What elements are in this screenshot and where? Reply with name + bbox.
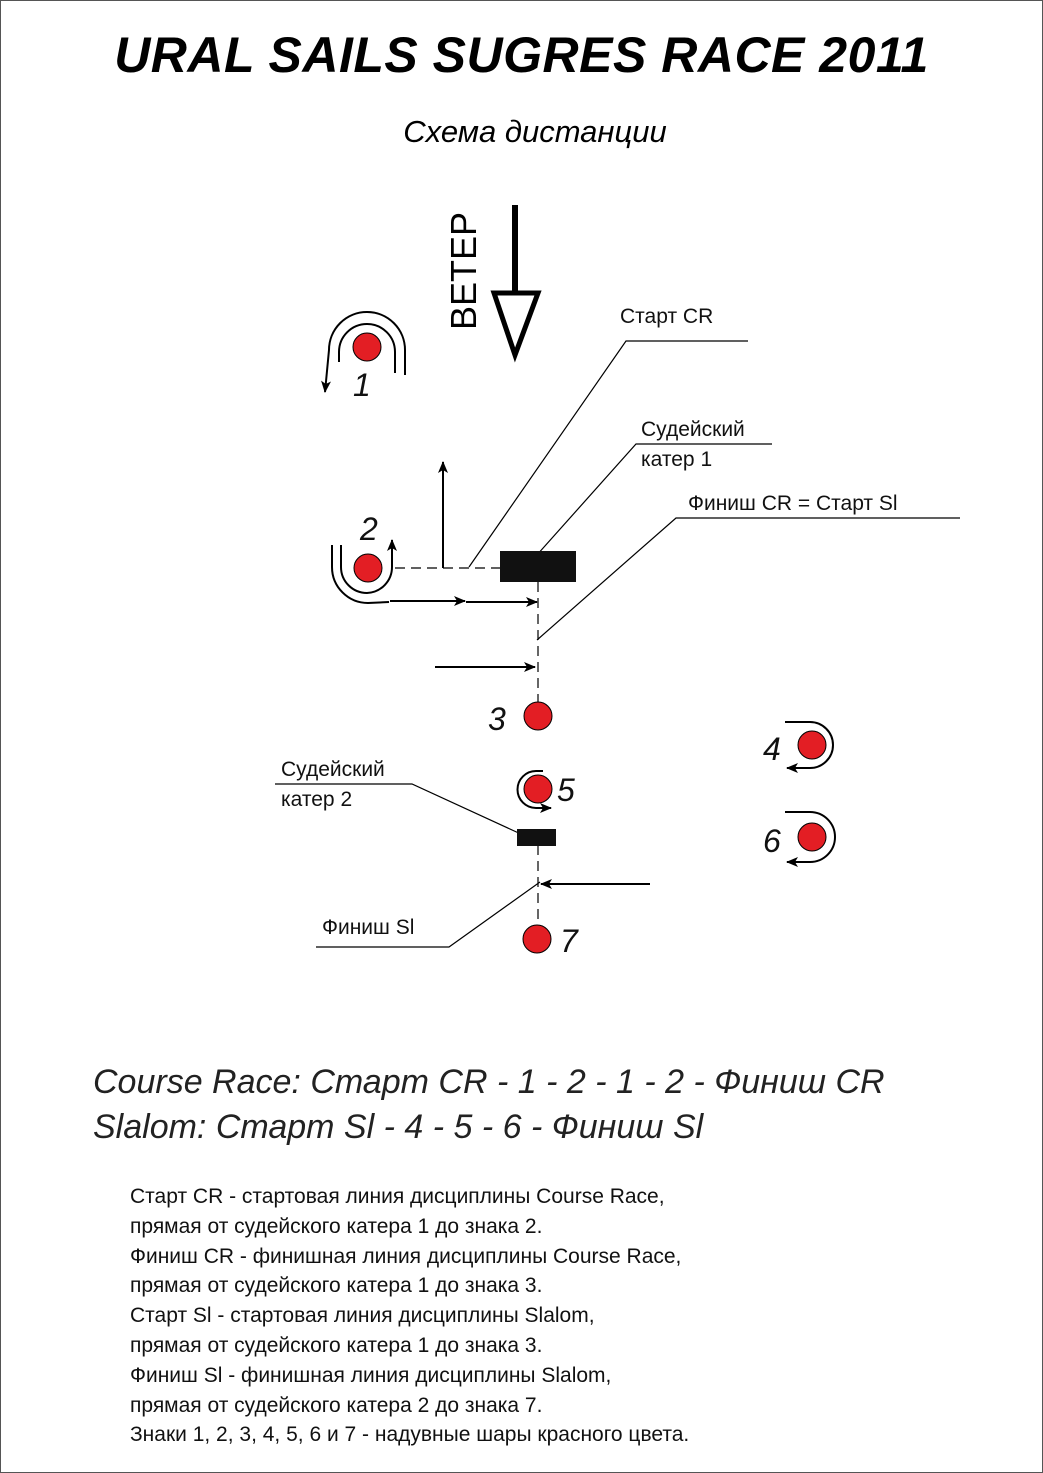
mark-3-number: 3 bbox=[488, 701, 506, 737]
label-start-cr: Старт CR bbox=[620, 305, 713, 328]
route-slalom: Slalom: Старт Sl - 4 - 5 - 6 - Финиш Sl bbox=[93, 1108, 704, 1146]
note-line: Финиш CR - финишная линия дисциплины Cou… bbox=[130, 1244, 682, 1268]
marks bbox=[352, 332, 827, 954]
wind-label: ВЕТЕР bbox=[443, 212, 484, 330]
page-subtitle: Схема дистанции bbox=[403, 114, 667, 149]
page-title: URAL SAILS SUGRES RACE 2011 bbox=[114, 27, 929, 83]
course-diagram: ВЕТЕР bbox=[275, 205, 960, 959]
mark-3 bbox=[523, 701, 553, 731]
leader-finish-cr bbox=[536, 517, 960, 641]
mark-5 bbox=[523, 774, 553, 804]
mark-2-rounding-inner bbox=[340, 539, 397, 595]
label-finish-cr-start-sl: Финиш CR = Старт Sl bbox=[688, 492, 898, 515]
route-course-race: Course Race: Старт CR - 1 - 2 - 1 - 2 - … bbox=[93, 1063, 885, 1101]
note-line: Старт CR - стартовая линия дисциплины Co… bbox=[130, 1185, 665, 1208]
committee-boat-1 bbox=[500, 551, 576, 582]
mark-4-number: 4 bbox=[763, 731, 781, 767]
note-line: прямая от судейского катера 1 до знака 2… bbox=[130, 1214, 543, 1238]
mark-1-number: 1 bbox=[353, 367, 371, 403]
note-line: Знаки 1, 2, 3, 4, 5, 6 и 7 - надувные ша… bbox=[130, 1423, 690, 1447]
leader-committee-boat-2 bbox=[275, 783, 524, 836]
mark-6-number: 6 bbox=[763, 823, 781, 859]
label-committee-boat-2-line1: Судейский bbox=[281, 758, 385, 781]
rounding-paths bbox=[321, 311, 836, 867]
label-committee-boat-1-line1: Судейский bbox=[641, 418, 745, 441]
mark-7-number: 7 bbox=[560, 923, 579, 959]
note-line: Старт Sl - стартовая линия дисциплины Sl… bbox=[130, 1304, 595, 1328]
mark-7 bbox=[522, 924, 552, 954]
mark-5-number: 5 bbox=[557, 772, 575, 808]
mark-4 bbox=[797, 730, 827, 760]
mark-2 bbox=[353, 553, 383, 583]
mark-4-rounding bbox=[785, 721, 834, 773]
mark-1 bbox=[352, 332, 382, 362]
mark-1-rounding-inner bbox=[338, 323, 396, 373]
notes-block: Старт CR - стартовая линия дисциплины Co… bbox=[130, 1182, 689, 1450]
leader-finish-sl bbox=[316, 881, 541, 948]
mark-2-rounding-outer bbox=[331, 545, 390, 605]
mark-1-rounding-outer bbox=[321, 311, 406, 393]
routes-block: Course Race: Старт CR - 1 - 2 - 1 - 2 - … bbox=[93, 1060, 885, 1150]
mark-6 bbox=[797, 822, 827, 852]
label-committee-boat-1-line2: катер 1 bbox=[641, 448, 712, 471]
leader-lines bbox=[275, 340, 960, 948]
label-finish-sl: Финиш Sl bbox=[322, 916, 414, 939]
mark-6-rounding bbox=[785, 811, 836, 867]
note-line: прямая от судейского катера 1 до знака 3… bbox=[130, 1274, 543, 1298]
course-arrows bbox=[390, 461, 650, 889]
note-line: прямая от судейского катера 1 до знака 3… bbox=[130, 1333, 543, 1357]
note-line: прямая от судейского катера 2 до знака 7… bbox=[130, 1393, 543, 1417]
committee-boat-2 bbox=[517, 829, 556, 846]
label-committee-boat-2-line2: катер 2 bbox=[281, 788, 352, 811]
leader-start-cr bbox=[468, 340, 748, 568]
leader-committee-boat-1 bbox=[535, 443, 772, 557]
mark-5-rounding bbox=[516, 770, 552, 813]
mark-2-number: 2 bbox=[359, 511, 378, 547]
note-line: Финиш Sl - финишная линия дисциплины Sla… bbox=[130, 1363, 612, 1387]
wind-arrow bbox=[490, 205, 542, 363]
